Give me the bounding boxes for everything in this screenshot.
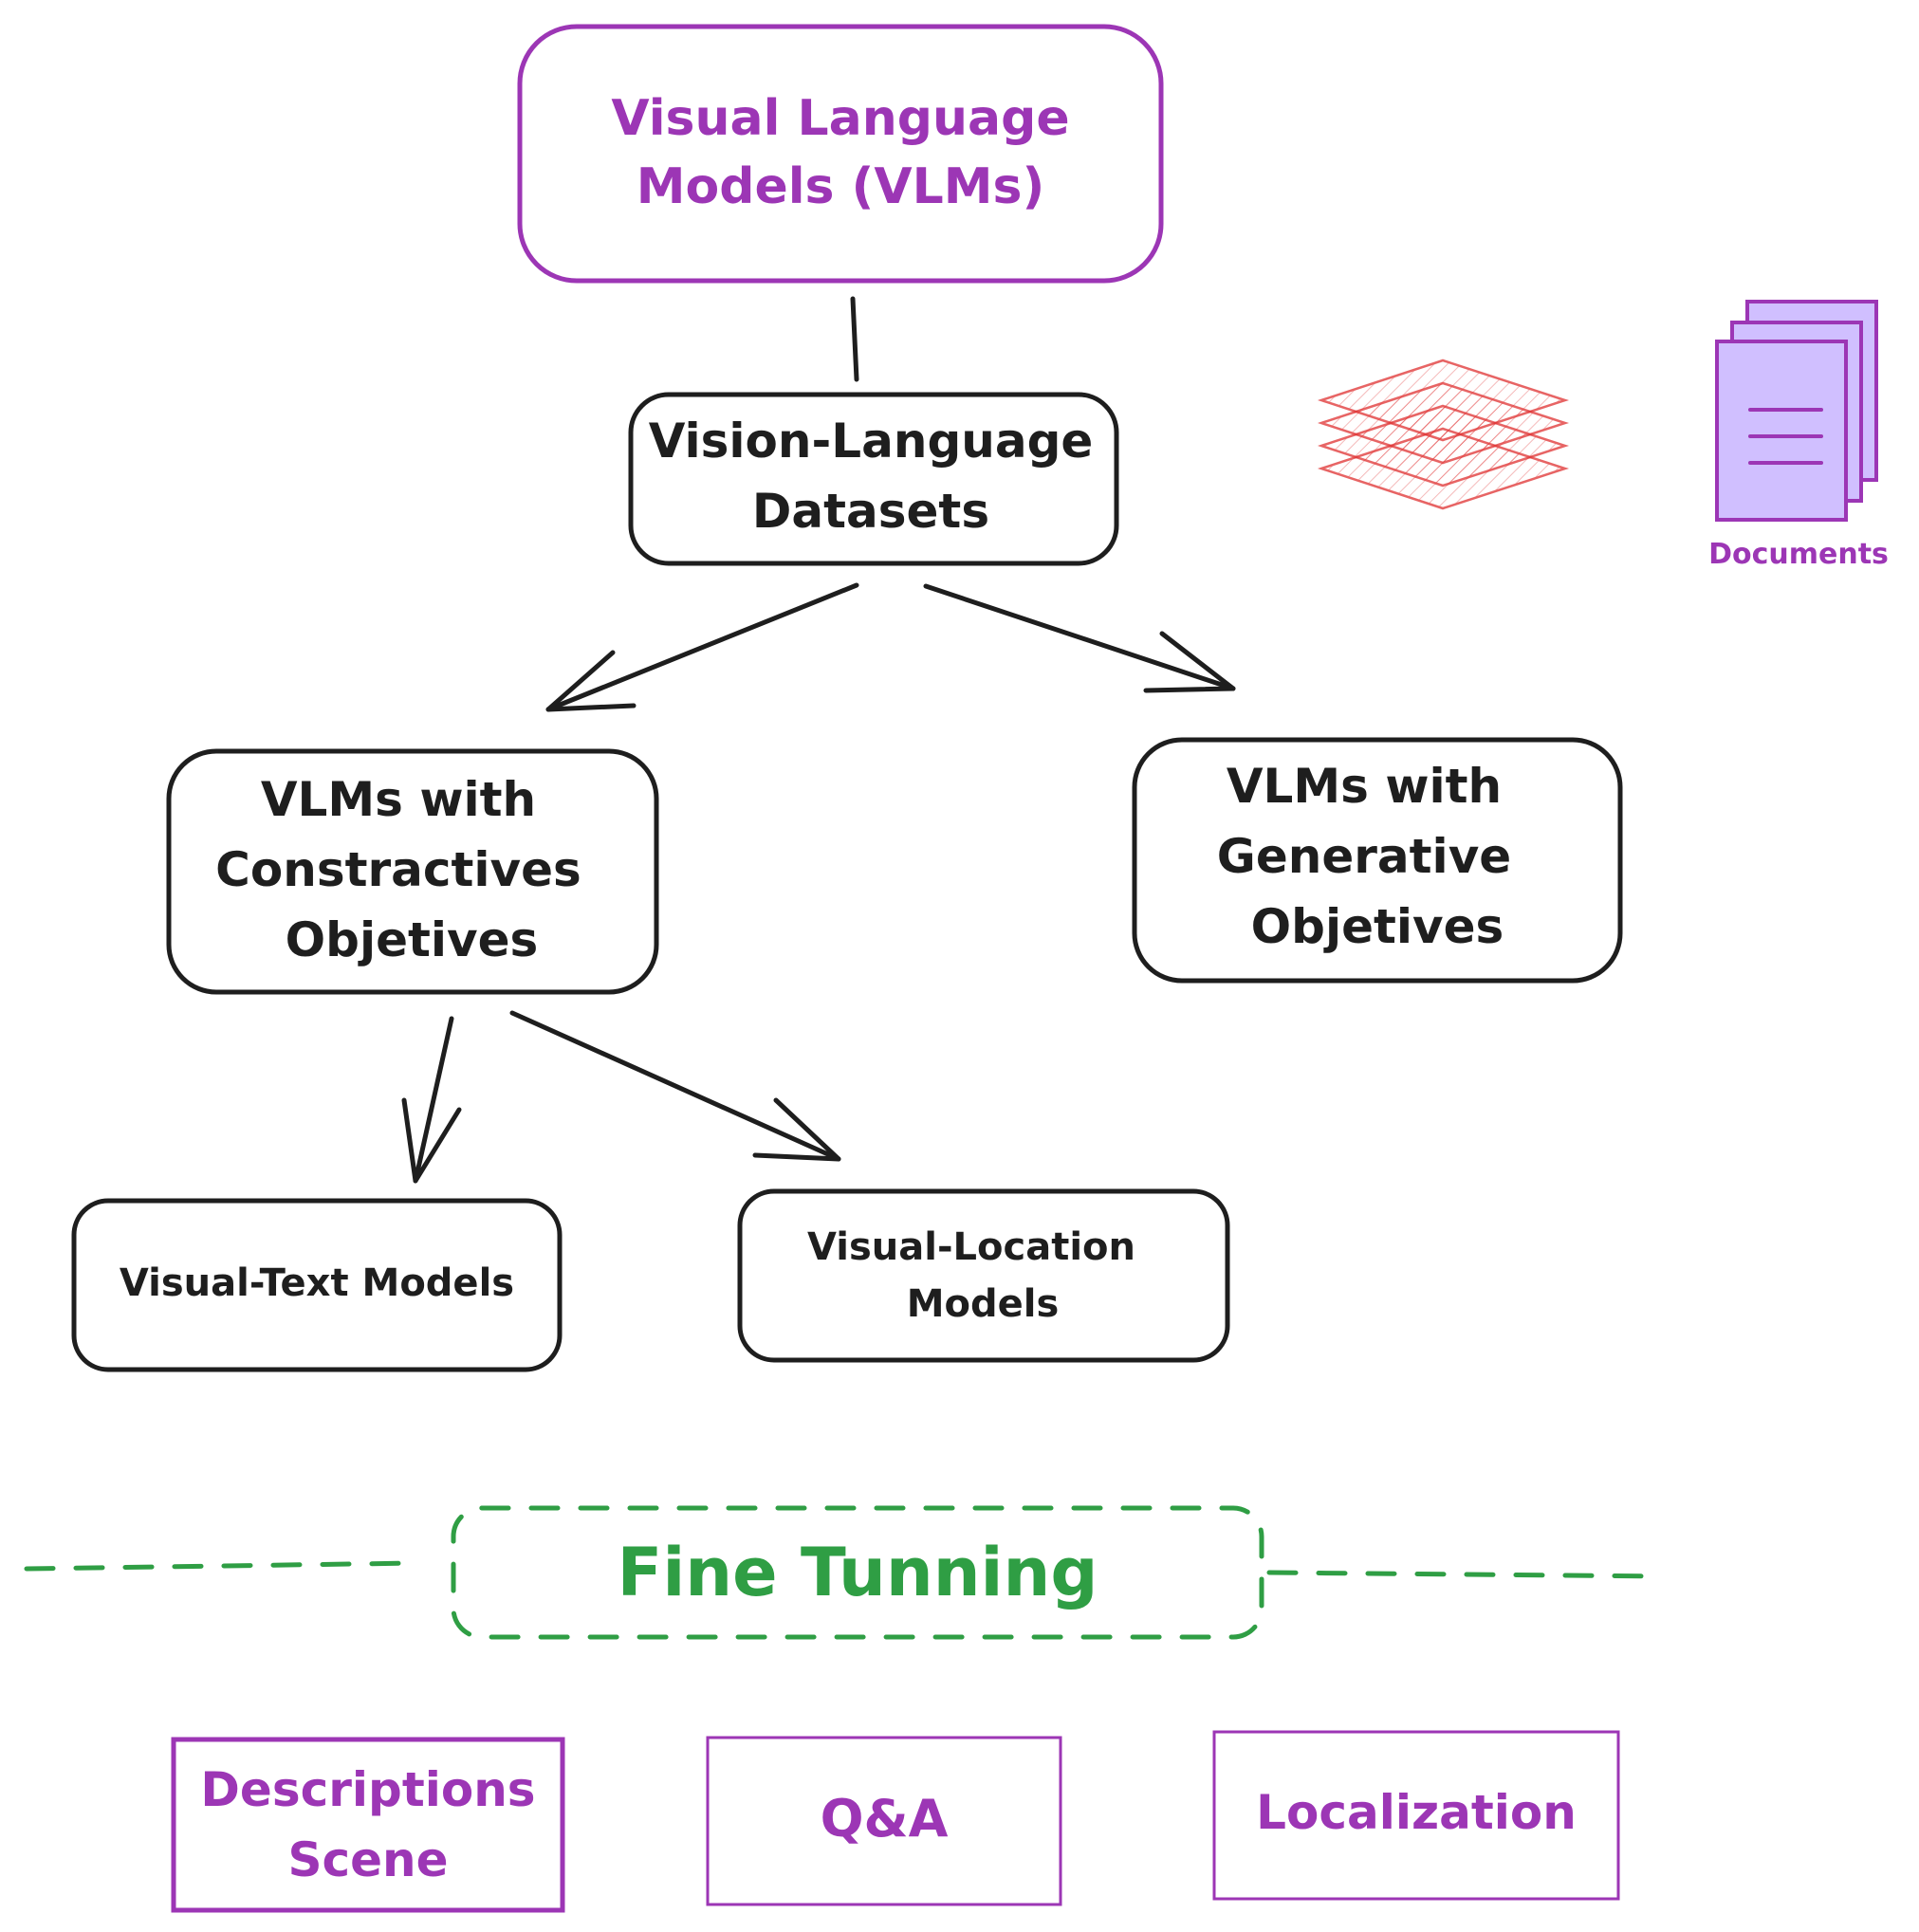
task-descriptions-line2: Scene: [287, 1832, 448, 1887]
visual-location-title-line1: Visual-Location: [807, 1225, 1135, 1269]
visual-location-node-border: [737, 1188, 1230, 1363]
datasets-title-line1: Vision-Language: [649, 414, 1094, 469]
task-qa-label: Q&A: [821, 1789, 949, 1849]
visual-location-title-line2: Models: [907, 1282, 1060, 1326]
task-qa-border: [706, 1736, 1062, 1906]
documents-label: Documents: [1708, 538, 1889, 571]
arrow-datasets-generative: [923, 583, 1236, 693]
arrow-contrastive-visual-text: [401, 1016, 462, 1184]
task-qa: Q&A: [706, 1736, 1062, 1906]
contrastive-title-line2: Constractives: [215, 842, 581, 897]
datasets-node-border: [628, 392, 1119, 566]
fine-tuning-line-left: [24, 1560, 420, 1572]
contrastive-title-line3: Objetives: [286, 912, 539, 967]
vlm-node: Visual Language Models (VLMs): [517, 24, 1164, 284]
vlm-title-line1: Visual Language: [611, 90, 1069, 147]
fine-tuning-divider: Fine Tunning: [24, 1505, 1665, 1640]
documents-icon: [1715, 300, 1878, 522]
connector-vlm-datasets: [850, 296, 859, 382]
fine-tuning-box: [451, 1505, 1264, 1640]
arrow-contrastive-visual-location: [509, 1010, 841, 1162]
generative-node-border: [1132, 737, 1623, 984]
visual-text-node: Visual-Text Models: [71, 1198, 563, 1372]
vlm-title-line2: Models (VLMs): [637, 158, 1044, 215]
vlm-node-border: [517, 24, 1164, 284]
layers-stack-icon: [1317, 359, 1570, 510]
task-descriptions-scene-border: [171, 1737, 565, 1913]
arrow-datasets-contrastive: [545, 582, 859, 712]
datasets-node: Vision-Language Datasets: [628, 392, 1119, 566]
visual-text-title: Visual-Text Models: [120, 1261, 514, 1305]
contrastive-node-border: [166, 748, 659, 995]
contrastive-node: VLMs with Constractives Objetives: [166, 748, 659, 995]
visual-location-node: Visual-Location Models: [737, 1188, 1230, 1363]
generative-title-line1: VLMs with: [1227, 759, 1502, 814]
task-descriptions-scene: Descriptions Scene: [171, 1737, 565, 1913]
task-localization: Localization: [1212, 1730, 1620, 1901]
generative-node: VLMs with Generative Objetives: [1132, 737, 1623, 984]
task-descriptions-line1: Descriptions: [200, 1762, 535, 1817]
fine-tuning-label: Fine Tunning: [618, 1534, 1098, 1611]
generative-title-line3: Objetives: [1251, 899, 1504, 954]
visual-text-node-border: [71, 1198, 563, 1372]
contrastive-title-line1: VLMs with: [261, 772, 536, 827]
task-localization-border: [1212, 1730, 1620, 1901]
fine-tuning-line-right: [1266, 1570, 1665, 1579]
generative-title-line2: Generative: [1217, 829, 1511, 884]
datasets-title-line2: Datasets: [752, 484, 989, 539]
task-localization-label: Localization: [1256, 1785, 1577, 1840]
